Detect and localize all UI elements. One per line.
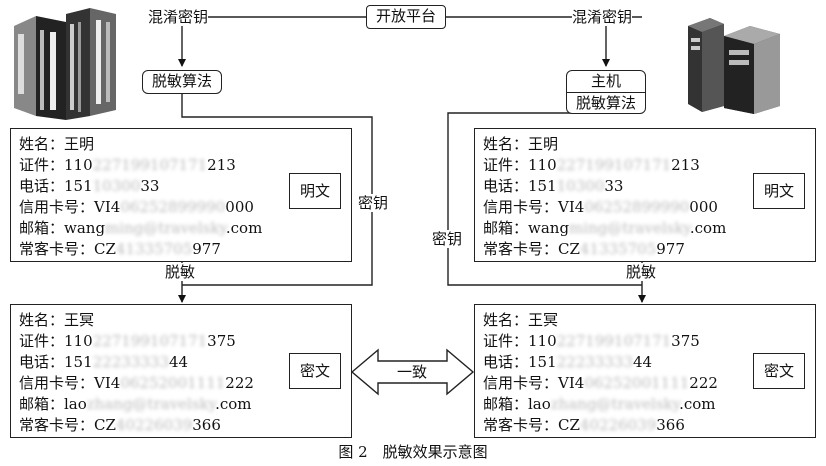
field-id: 证件：110 <box>483 332 557 350</box>
right-key-label: 密钥 <box>432 230 463 248</box>
consistent-double-arrow <box>350 348 475 396</box>
right-plaintext-record: 姓名：王明 证件：110227199107171213 电话：151103003… <box>474 128 816 262</box>
field-id: 证件：110 <box>19 156 93 174</box>
left-desens-algorithm-box: 脱敏算法 <box>142 70 222 94</box>
field-name: 姓名：王冥 <box>483 311 559 329</box>
right-obfuscate-key-label: 混淆密钥 <box>572 8 633 26</box>
right-host-algorithm-box: 主机 脱敏算法 <box>566 70 646 114</box>
field-credit-card: 信用卡号：VI4 <box>19 198 121 216</box>
plaintext-tag: 明文 <box>753 173 805 209</box>
field-email: 邮箱：wang <box>483 219 570 237</box>
field-name: 姓名：王冥 <box>19 311 95 329</box>
field-phone: 电话：151 <box>19 177 93 195</box>
field-id: 证件：110 <box>483 156 557 174</box>
field-phone: 电话：151 <box>483 177 557 195</box>
right-desens-label: 脱敏 <box>626 263 657 281</box>
field-credit-card: 信用卡号：VI4 <box>19 374 121 392</box>
left-desens-label: 脱敏 <box>165 263 196 281</box>
tower-servers-icon <box>688 18 780 114</box>
field-email: 邮箱：lao <box>483 395 551 413</box>
mainframe-server-icon <box>14 8 116 120</box>
right-key-path <box>447 112 642 286</box>
field-name: 姓名：王明 <box>19 135 95 153</box>
field-frequent-flyer: 常客卡号：CZ <box>483 240 580 258</box>
left-key-label: 密钥 <box>358 194 389 212</box>
field-id: 证件：110 <box>19 332 93 350</box>
right-algorithm-label: 脱敏算法 <box>575 94 636 112</box>
open-platform-box: 开放平台 <box>366 5 446 29</box>
masked-digits: 227199107171 <box>92 156 208 174</box>
right-ciphertext-record: 姓名：王冥 证件：110227199107171375 电话：151222333… <box>474 304 816 438</box>
field-frequent-flyer: 常客卡号：CZ <box>483 416 580 434</box>
field-email: 邮箱：wang <box>19 219 106 237</box>
plaintext-tag: 明文 <box>289 173 341 209</box>
host-label: 主机 <box>567 71 645 93</box>
field-name: 姓名：王明 <box>483 135 559 153</box>
consistent-label: 一致 <box>397 363 428 381</box>
field-phone: 电话：151 <box>19 353 93 371</box>
left-plaintext-record: 姓名：王明 证件：110227199107171213 电话：151103003… <box>10 128 352 262</box>
left-key-path <box>181 91 373 286</box>
left-ciphertext-record: 姓名：王冥 证件：110227199107171375 电话：151222333… <box>10 304 352 438</box>
ciphertext-tag: 密文 <box>753 353 805 389</box>
field-phone: 电话：151 <box>483 353 557 371</box>
field-frequent-flyer: 常客卡号：CZ <box>19 416 116 434</box>
field-credit-card: 信用卡号：VI4 <box>483 198 585 216</box>
ciphertext-tag: 密文 <box>289 353 341 389</box>
field-frequent-flyer: 常客卡号：CZ <box>19 240 116 258</box>
left-obfuscate-key-label: 混淆密钥 <box>148 8 209 26</box>
field-credit-card: 信用卡号：VI4 <box>483 374 585 392</box>
field-email: 邮箱：lao <box>19 395 87 413</box>
figure-caption: 图 2 脱敏效果示意图 <box>338 443 488 461</box>
